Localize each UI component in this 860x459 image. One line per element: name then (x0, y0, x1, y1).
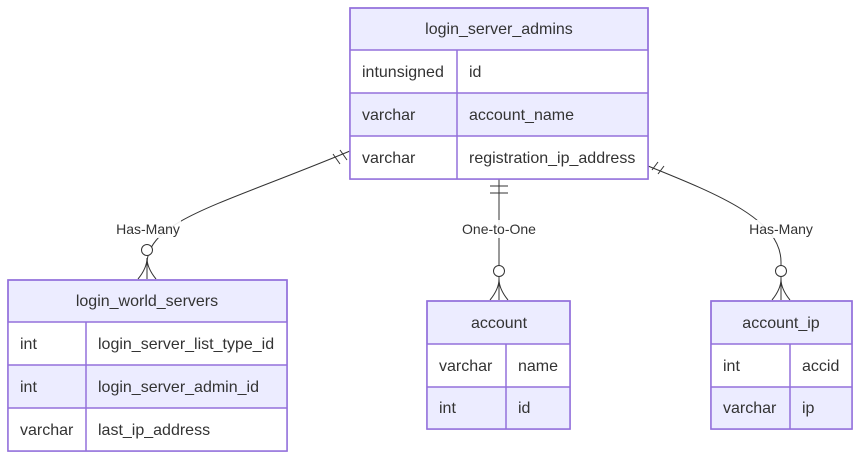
entity-account: account varchar name int id (426, 300, 571, 430)
attribute-row (8, 322, 287, 365)
attribute-name: accid (802, 358, 839, 375)
attribute-type: int (723, 358, 740, 375)
relationship-has-many-account-ip (647, 161, 791, 301)
entity-title: account (471, 315, 528, 332)
entity-title: account_ip (742, 315, 819, 332)
attribute-row (350, 50, 648, 93)
attribute-type: varchar (20, 422, 74, 439)
label-background (747, 220, 815, 238)
zero-marker (141, 244, 153, 256)
attribute-type: varchar (362, 150, 416, 167)
attribute-type: int (20, 379, 37, 396)
many-marker (489, 278, 509, 301)
relationship-label-group: Has-Many (747, 220, 815, 238)
relationship-one-to-one-account (489, 179, 509, 301)
relationship-line (146, 150, 351, 279)
relationship-label: Has-Many (116, 221, 180, 237)
relationship-label: One-to-One (462, 221, 536, 237)
attribute-type: varchar (723, 400, 777, 417)
zero-marker (493, 265, 505, 277)
attribute-row (8, 365, 287, 408)
attribute-type: int (20, 336, 37, 353)
attribute-name: login_server_list_type_id (98, 336, 274, 353)
entity-login-world-servers: login_world_servers int login_server_lis… (7, 279, 288, 452)
zero-marker (775, 265, 787, 277)
attribute-row (350, 136, 648, 179)
one-marker (657, 165, 665, 175)
attribute-name: account_name (469, 107, 574, 124)
relationship-label-group: Has-Many (115, 220, 181, 238)
relationship-label: Has-Many (749, 221, 813, 237)
one-marker (339, 149, 348, 161)
attribute-name: last_ip_address (98, 422, 210, 439)
attribute-row (427, 387, 570, 429)
one-marker (651, 161, 659, 171)
attribute-type: int (439, 400, 456, 417)
label-background (115, 220, 181, 238)
label-background (459, 220, 539, 238)
relationship-line (647, 165, 782, 300)
entity-title: login_server_admins (425, 21, 573, 38)
many-marker (137, 257, 157, 280)
attribute-name: registration_ip_address (469, 150, 635, 167)
attribute-row (8, 408, 287, 451)
attribute-name: login_server_admin_id (98, 379, 259, 396)
attribute-type: varchar (439, 358, 493, 375)
entity-login-server-admins: login_server_admins intunsigned id varch… (349, 7, 649, 180)
entity-title: login_world_servers (76, 293, 218, 310)
attribute-name: ip (802, 400, 815, 417)
one-marker (332, 153, 341, 165)
attribute-row (350, 93, 648, 136)
many-marker (771, 278, 791, 301)
attribute-row (427, 344, 570, 387)
attribute-type: intunsigned (362, 64, 444, 81)
attribute-row (711, 387, 852, 429)
attribute-name: id (469, 64, 481, 81)
entity-account-ip: account_ip int accid varchar ip (710, 300, 853, 430)
attribute-name: name (518, 358, 558, 375)
attribute-name: id (518, 400, 530, 417)
relationship-has-many-world-servers (137, 149, 351, 280)
attribute-type: varchar (362, 107, 416, 124)
relationship-label-group: One-to-One (459, 220, 539, 238)
attribute-row (711, 344, 852, 387)
